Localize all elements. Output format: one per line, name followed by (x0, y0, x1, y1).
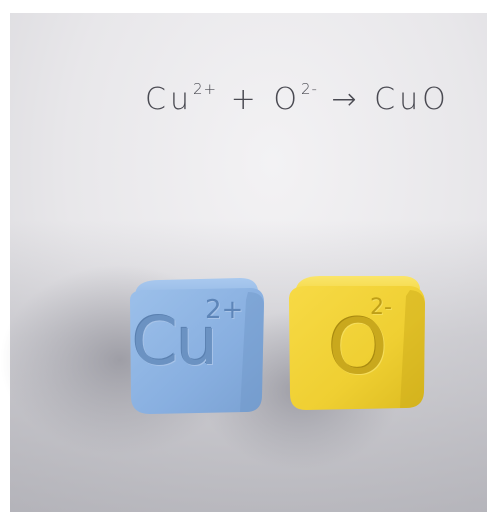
frame-border-right (487, 0, 495, 512)
frame-border-left (0, 0, 10, 512)
yellow-cube-charge: 2- (370, 295, 392, 320)
equation-arrow: → (331, 82, 361, 117)
frame-border-top (0, 0, 495, 13)
handwritten-equation: Cu2+ + O2- → CuO (145, 80, 450, 117)
blue-cube-edge-shade (240, 292, 264, 412)
yellow-cube-front (289, 286, 425, 410)
equation-o: O (273, 82, 301, 117)
yellow-cube (289, 276, 425, 410)
blue-cube (130, 278, 264, 414)
blue-cube-symbol: Cu (132, 303, 218, 380)
yellow-cube-edge-shade (400, 290, 425, 408)
equation-o-charge: 2- (300, 80, 318, 98)
equation-cu: Cu (145, 82, 193, 117)
blue-cube-front (130, 288, 264, 414)
yellow-cube-symbol: O (328, 302, 388, 391)
blue-cube-charge: 2+ (205, 295, 244, 325)
equation-cu-charge: 2+ (192, 80, 218, 98)
equation-product: CuO (374, 82, 450, 117)
equation-plus: + (230, 82, 260, 117)
